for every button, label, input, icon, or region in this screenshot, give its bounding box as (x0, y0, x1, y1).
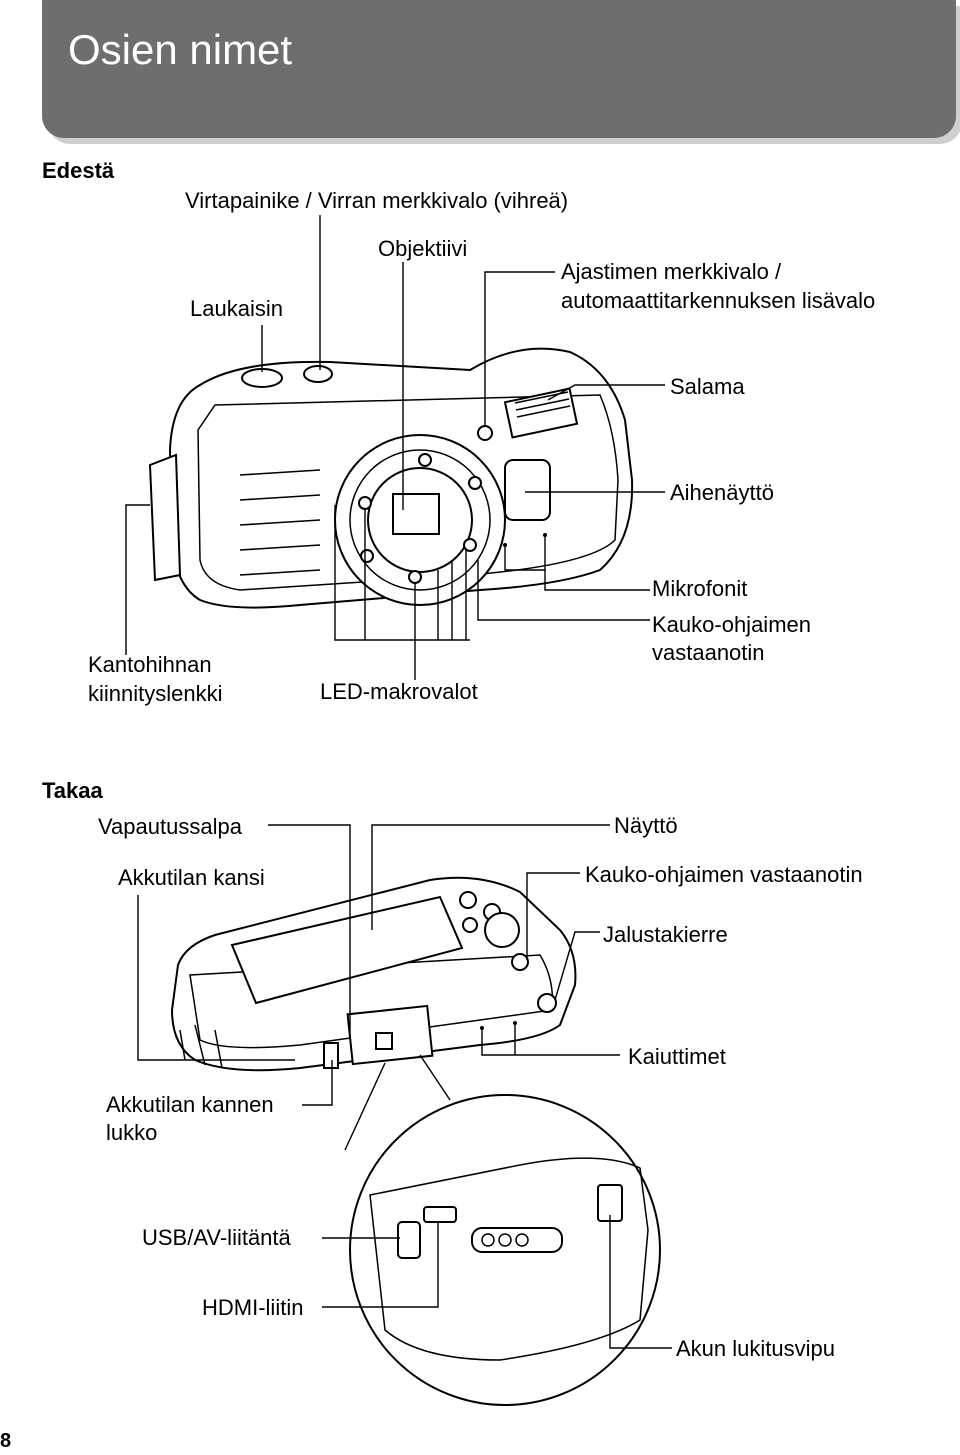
strap-eyelet-label-line2: kiinnityslenkki (88, 681, 223, 706)
back-camera-illustration (170, 876, 577, 1072)
hdmi-terminal-label: HDMI-liitin (202, 1295, 304, 1320)
back-leader-lines (137, 824, 672, 1349)
cover-lock-label-line2: lukko (106, 1120, 158, 1145)
lens-label: Objektiivi (378, 236, 468, 261)
subject-monitor-label: Aihenäyttö (670, 480, 774, 505)
timer-lamp-label-line2: automaattitarkennuksen lisävalo (561, 288, 876, 313)
power-button-label: Virtapainike / Virran merkkivalo (vihreä… (185, 188, 569, 213)
cover-lock-label-line1: Akkutilan kannen (106, 1092, 274, 1117)
display-label: Näyttö (614, 813, 678, 838)
front-camera-illustration (148, 347, 634, 609)
battery-cover-label: Akkutilan kansi (118, 865, 265, 890)
front-leader-lines (125, 215, 665, 680)
remote-receiver-label-line1: Kauko-ohjaimen (652, 612, 811, 637)
speakers-label: Kaiuttimet (628, 1044, 726, 1069)
back-heading: Takaa (42, 778, 103, 803)
usb-av-terminal-label: USB/AV-liitäntä (142, 1225, 291, 1250)
front-heading: Edestä (42, 158, 115, 183)
zoom-detail (344, 1054, 661, 1406)
shutter-label: Laukaisin (190, 296, 283, 321)
title-banner (42, 0, 956, 138)
timer-lamp-label-line1: Ajastimen merkkivalo / (561, 259, 782, 284)
page-title: Osien nimet (68, 26, 293, 73)
release-latch-label: Vapautussalpa (98, 814, 242, 839)
led-macro-label: LED-makrovalot (320, 679, 478, 704)
battery-lock-lever-label: Akun lukitusvipu (676, 1336, 835, 1361)
back-remote-receiver-label: Kauko-ohjaimen vastaanotin (585, 862, 863, 887)
remote-receiver-label-line2: vastaanotin (652, 640, 765, 665)
strap-eyelet-label-line1: Kantohihnan (88, 652, 212, 677)
page-number: 8 (0, 1430, 12, 1452)
tripod-socket-label: Jalustakierre (603, 922, 728, 947)
flash-label: Salama (670, 374, 745, 399)
microphones-label: Mikrofonit (652, 576, 748, 601)
